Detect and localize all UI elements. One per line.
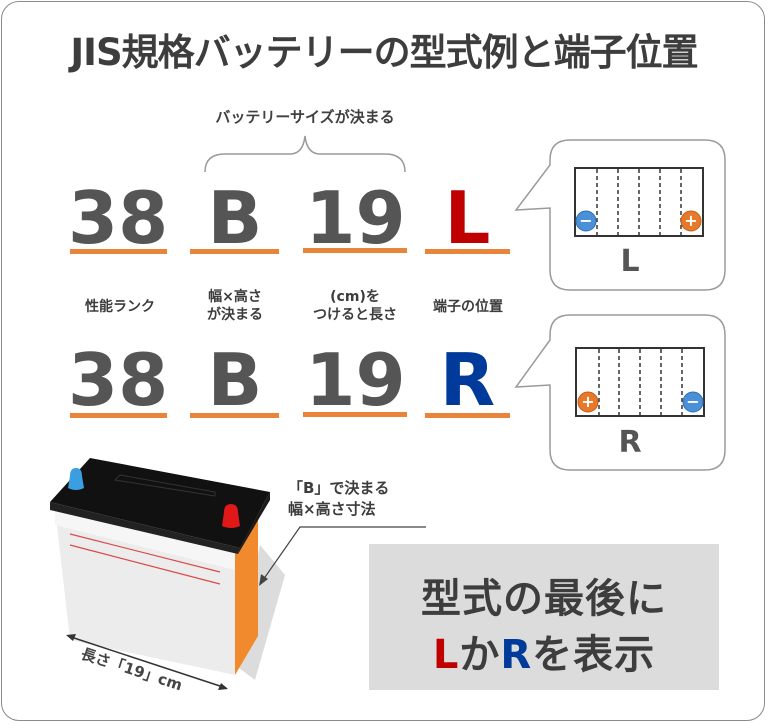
speech-bubble-R: + − R	[510, 305, 750, 480]
underline	[190, 249, 279, 254]
code-performance-rank: 38	[68, 338, 169, 422]
code-terminal-R: R	[439, 338, 496, 422]
code-row-L: 38 B 19 L	[0, 178, 520, 258]
code-row-R: 38 B 19 R	[0, 340, 520, 420]
speech-bubble-L: − + L	[510, 130, 750, 300]
underline	[70, 249, 167, 254]
code-width-height: B	[207, 176, 263, 260]
underline	[303, 412, 407, 417]
battery-top-diagram-L: − +	[514, 139, 726, 291]
code-length: 19	[305, 176, 406, 260]
negative-post-icon	[68, 468, 84, 490]
summary-box: 型式の最後に LかRを表示	[369, 544, 719, 690]
positive-terminal-icon: +	[684, 211, 697, 230]
code-performance-rank: 38	[68, 176, 169, 260]
page-title: JIS規格バッテリーの型式例と端子位置	[70, 31, 698, 74]
size-group-label: バッテリーサイズが決まる	[215, 108, 395, 126]
positive-post-icon	[222, 504, 240, 528]
summary-line-1: 型式の最後に	[421, 576, 667, 622]
desc-length: (cm)を つけると長さ	[313, 289, 397, 323]
underline	[303, 248, 407, 253]
bubble-label-R: R	[618, 425, 642, 460]
summary-L: L	[432, 632, 460, 678]
desc-width-height: 幅×高さ が決まる	[207, 289, 263, 323]
negative-terminal-icon: −	[686, 392, 699, 411]
underline	[425, 413, 510, 418]
desc-terminal-position: 端子の位置	[433, 299, 503, 315]
negative-terminal-icon: −	[579, 211, 592, 230]
curly-brace-icon	[204, 135, 406, 173]
code-width-height: B	[207, 338, 263, 422]
underline	[425, 249, 510, 254]
callout-label: 「B」で決まる 幅×高さ寸法	[288, 479, 390, 518]
desc-performance-rank: 性能ランク	[85, 299, 155, 315]
summary-line-2: LかRを表示	[432, 632, 656, 678]
battery-illustration: 長さ「19」cm	[50, 458, 426, 694]
underline	[190, 413, 279, 418]
code-terminal-L: L	[444, 176, 491, 260]
summary-R: R	[500, 632, 533, 678]
bubble-label-L: L	[620, 244, 640, 279]
battery-top-diagram-R: + −	[514, 314, 726, 471]
underline	[70, 413, 167, 418]
code-length: 19	[305, 338, 406, 422]
positive-terminal-icon: +	[581, 392, 594, 411]
